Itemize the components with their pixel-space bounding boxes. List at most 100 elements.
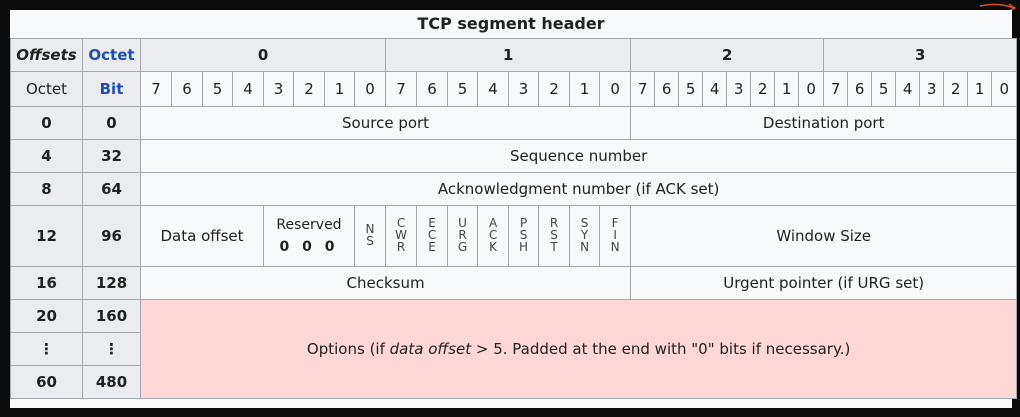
- options-field: Options (if data offset > 5. Padded at t…: [139, 299, 1018, 399]
- bit-column-label: Bit: [82, 71, 141, 107]
- row-bit: 480: [82, 365, 141, 399]
- bit-number: 1: [967, 71, 993, 107]
- destination-port-field: Destination port: [630, 106, 1018, 140]
- bit-number: 0: [991, 71, 1018, 107]
- bit-number: 0: [599, 71, 632, 107]
- flag-rst: RST: [538, 205, 571, 267]
- octet-3-header: 3: [823, 38, 1018, 72]
- tcp-header-table-container: TCP segment header Offsets Octet 0 1 2 3…: [10, 10, 1018, 408]
- urgent-pointer-field: Urgent pointer (if URG set): [630, 266, 1018, 300]
- row-octet: 60: [10, 365, 83, 399]
- row-octet: 8: [10, 172, 83, 206]
- table-row: ⋮ ⋮: [10, 332, 1017, 366]
- row-bit: 160: [82, 299, 141, 333]
- row-bit: ⋮: [82, 332, 141, 366]
- offsets-label: Offsets: [10, 38, 83, 72]
- row-bit: 0: [82, 106, 141, 140]
- reserved-bits: 0 0 0: [279, 239, 339, 255]
- bit-number: 2: [293, 71, 325, 107]
- table-caption: TCP segment header: [417, 14, 605, 33]
- bit-number: 5: [678, 71, 704, 107]
- flag-cwr: CWR: [385, 205, 418, 267]
- flag-label: CWR: [394, 216, 409, 252]
- octet-0-header: 0: [139, 38, 387, 72]
- header-octet-row: Offsets Octet 0 1 2 3: [10, 38, 1018, 72]
- bit-number: 2: [750, 71, 776, 107]
- octet-2-header: 2: [630, 38, 825, 72]
- flag-ack: ACK: [477, 205, 510, 267]
- row-octet: 20: [10, 299, 83, 333]
- flag-syn: SYN: [569, 205, 601, 267]
- tcp-header-table: Offsets Octet 0 1 2 3 Octet Bit 7 6 5 4 …: [10, 38, 1018, 399]
- bit-number: 0: [798, 71, 825, 107]
- flag-psh: PSH: [508, 205, 540, 267]
- row-bit: 96: [82, 205, 141, 267]
- octet-column-label: Octet: [10, 71, 83, 107]
- bit-number: 2: [943, 71, 969, 107]
- bit-number: 3: [919, 71, 945, 107]
- flag-label: RST: [547, 216, 562, 252]
- bit-number: 1: [569, 71, 601, 107]
- bit-number: 4: [702, 71, 728, 107]
- bit-number: 6: [171, 71, 203, 107]
- row-octet: 16: [10, 266, 83, 300]
- bit-number: 3: [508, 71, 540, 107]
- table-row: 0 0 Source port Destination port: [10, 106, 1018, 140]
- row-octet: 12: [10, 205, 83, 267]
- row-bit: 64: [82, 172, 141, 206]
- flag-fin: FIN: [599, 205, 632, 267]
- flag-label: FIN: [608, 216, 623, 252]
- table-row: 20 160 Options (if data offset > 5. Padd…: [10, 299, 1018, 399]
- bit-number: 3: [726, 71, 752, 107]
- table-row: 8 64 Acknowledgment number (if ACK set): [10, 172, 1018, 206]
- bit-number: 4: [895, 71, 921, 107]
- table-row: 16 128 Checksum Urgent pointer (if URG s…: [10, 266, 1018, 300]
- bit-number: 6: [416, 71, 449, 107]
- window-size-field: Window Size: [630, 205, 1018, 267]
- row-bit: 32: [82, 139, 141, 173]
- options-text-pre: Options (if: [306, 340, 390, 358]
- bit-number: 2: [538, 71, 571, 107]
- flag-label: URG: [455, 216, 470, 252]
- source-port-field: Source port: [139, 106, 632, 140]
- data-offset-field: Data offset: [140, 205, 264, 267]
- bit-number: 0: [353, 71, 387, 107]
- bit-number: 6: [654, 71, 680, 107]
- checksum-field: Checksum: [139, 266, 632, 300]
- header-bit-row: Octet Bit 7 6 5 4 3 2 1 0 7 6 5 4 3 2 1 …: [10, 71, 1018, 107]
- bit-number: 5: [202, 71, 233, 107]
- bit-number: 4: [232, 71, 264, 107]
- reserved-label: Reserved: [276, 217, 342, 233]
- row-bit: 128: [82, 266, 141, 300]
- bit-number: 7: [630, 71, 656, 107]
- flag-label: ACK: [486, 216, 501, 252]
- octet-1-header: 1: [385, 38, 632, 72]
- bit-number: 5: [871, 71, 897, 107]
- flag-urg: URG: [447, 205, 479, 267]
- flag-label: PSH: [516, 216, 531, 252]
- bit-number: 7: [140, 71, 172, 107]
- table-row: 60 480: [10, 365, 1017, 399]
- octet-header-label: Octet: [82, 38, 141, 72]
- bit-number: 7: [385, 71, 418, 107]
- flag-ns: NS: [353, 205, 387, 267]
- bit-number: 3: [263, 71, 294, 107]
- flag-label: ECE: [425, 216, 440, 252]
- bit-number: 1: [774, 71, 800, 107]
- bit-number: 4: [477, 71, 510, 107]
- bit-number: 6: [847, 71, 873, 107]
- flag-label: SYN: [577, 216, 592, 252]
- reserved-field: Reserved 0 0 0: [263, 205, 355, 267]
- table-row: 12 96 Data offset Reserved 0 0 0 NS CWR …: [10, 205, 1018, 267]
- flag-ece: ECE: [416, 205, 449, 267]
- flag-label: NS: [363, 222, 378, 246]
- bit-number: 1: [324, 71, 355, 107]
- table-row: 4 32 Sequence number: [10, 139, 1018, 173]
- acknowledgment-number-field: Acknowledgment number (if ACK set): [139, 172, 1018, 206]
- row-octet: 4: [10, 139, 83, 173]
- row-octet: ⋮: [10, 332, 83, 366]
- row-octet: 0: [10, 106, 83, 140]
- options-text-em: data offset: [389, 340, 472, 358]
- bit-number: 5: [447, 71, 479, 107]
- sequence-number-field: Sequence number: [139, 139, 1018, 173]
